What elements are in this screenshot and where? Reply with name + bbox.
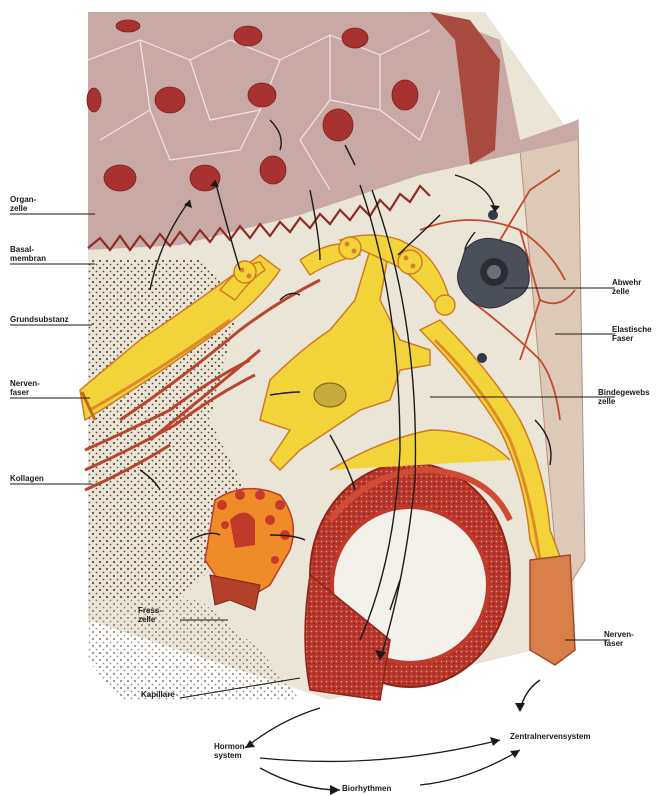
label-fresszelle: Fress- zelle: [138, 606, 162, 624]
label-hormonsystem: Hormon- system: [214, 742, 247, 760]
label-nervenfaser-right: Nerven- faser: [604, 630, 634, 648]
label-elastische-faser: Elastische Faser: [612, 325, 652, 343]
label-organzelle: Organ- zelle: [10, 195, 36, 213]
system-arrows: [245, 708, 520, 790]
label-zentralnervensystem: Zentralnervensystem: [510, 732, 590, 741]
label-biorhythmen: Biorhythmen: [342, 784, 391, 793]
label-kapillare: Kapillare: [141, 690, 175, 699]
label-basalmembran: Basal- membran: [10, 245, 46, 263]
label-abwehrzelle: Abwehr zelle: [612, 278, 641, 296]
label-grundsubstanz: Grundsubstanz: [10, 315, 69, 324]
label-bindegewebszelle: Bindegewebs zelle: [598, 388, 650, 406]
label-kollagen: Kollagen: [10, 474, 44, 483]
capillary: [305, 463, 510, 700]
label-nervenfaser-left: Nerven- faser: [10, 379, 40, 397]
